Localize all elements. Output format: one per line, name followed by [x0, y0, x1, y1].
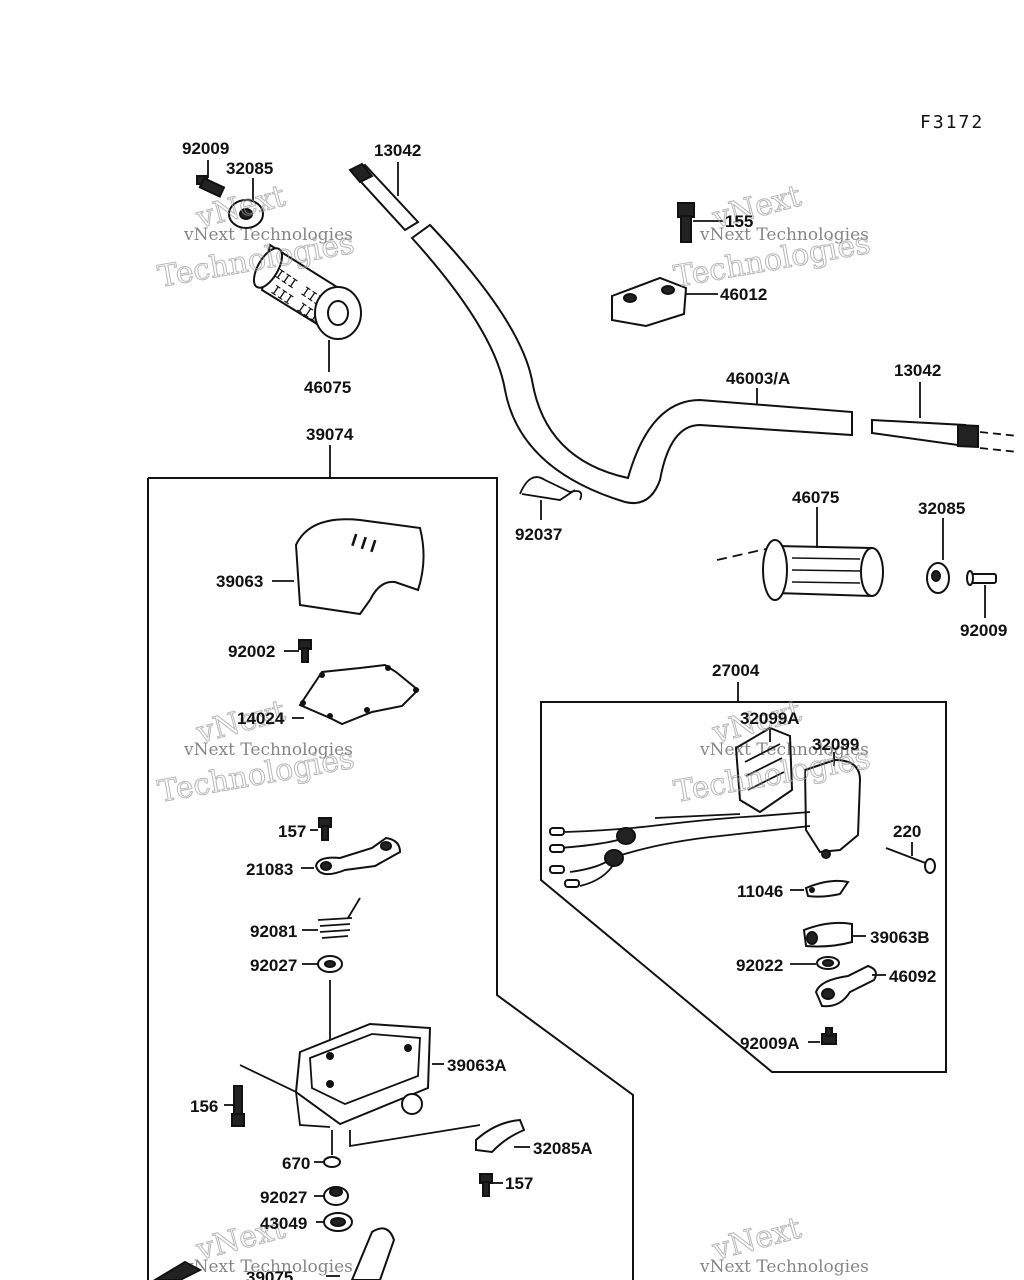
label-43049: 43049 [260, 1214, 307, 1233]
label-14024: 14024 [237, 709, 285, 728]
part-156-screw [231, 1085, 245, 1127]
label-11046: 11046 [737, 882, 783, 901]
label-32085-top: 32085 [226, 159, 273, 178]
part-32085A-plate [475, 1118, 526, 1154]
assembly-box-39074 [147, 477, 634, 1280]
part-43049-nut [323, 1212, 353, 1232]
label-155: 155 [725, 212, 753, 231]
part-21083-bracket [314, 836, 402, 876]
svg-text:vNext Technologies: vNext Technologies [699, 225, 869, 245]
label-39063: 39063 [216, 572, 263, 591]
part-157-screw-a [318, 817, 332, 841]
label-32099A: 32099A [740, 709, 800, 728]
label-21083: 21083 [246, 860, 293, 879]
part-92009A-screw [821, 1027, 837, 1045]
label-92022: 92022 [736, 956, 783, 975]
part-46012-clamp [611, 276, 688, 328]
label-92002: 92002 [228, 642, 275, 661]
part-32085-weight-top [228, 199, 264, 229]
label-32085A: 32085A [533, 1139, 593, 1158]
label-220: 220 [893, 822, 921, 841]
label-157-a: 157 [278, 822, 306, 841]
part-14024-gasket [298, 663, 420, 726]
label-156: 156 [190, 1097, 218, 1116]
figure-code: F3172 [920, 112, 984, 133]
svg-text:vNext Technologies: vNext Technologies [699, 740, 869, 760]
label-92027-a: 92027 [250, 956, 297, 975]
label-670: 670 [282, 1154, 310, 1173]
switch-wires [549, 811, 811, 888]
label-32085-right: 32085 [918, 499, 965, 518]
part-46003-handlebar [410, 223, 853, 504]
watermark-6: vNext Technologies vNext [699, 1210, 869, 1277]
svg-text:vNext Technologies: vNext Technologies [183, 225, 353, 245]
part-92002-screw [298, 639, 312, 663]
part-155-bolt [677, 202, 695, 243]
part-11046-plate [804, 879, 850, 898]
label-39063A: 39063A [447, 1056, 507, 1075]
part-46075-grip-right [762, 539, 884, 601]
part-220-screw [885, 847, 936, 874]
part-46092-lever [814, 964, 877, 1008]
part-92022-washer [816, 956, 840, 970]
label-39063B: 39063B [870, 928, 930, 947]
part-32099-switch-case [803, 758, 862, 859]
label-46012: 46012 [720, 285, 767, 304]
part-92037-clip [519, 476, 583, 501]
label-46075-left: 46075 [304, 378, 351, 397]
part-13042-right-insert [871, 418, 1019, 453]
part-39075-lever [153, 1227, 396, 1280]
part-92027-washer-a [317, 955, 343, 973]
label-39075: 39075 [246, 1268, 293, 1280]
part-13042-top-insert [348, 162, 420, 232]
part-32099A-switch-body [734, 726, 794, 814]
label-92037: 92037 [515, 525, 562, 544]
label-92081: 92081 [250, 922, 297, 941]
part-92009-bolt-top [196, 175, 226, 198]
part-670-o-ring [323, 1156, 341, 1168]
label-92009-top: 92009 [182, 139, 229, 158]
label-46092: 46092 [889, 967, 936, 986]
label-157-b: 157 [505, 1174, 533, 1193]
label-92027-b: 92027 [260, 1188, 307, 1207]
label-92009A: 92009A [740, 1034, 800, 1053]
part-92009-bolt-right [966, 570, 997, 586]
part-157-screw-b [479, 1173, 493, 1197]
label-92009-right: 92009 [960, 621, 1007, 640]
part-92081-spring [317, 897, 361, 939]
label-32099: 32099 [812, 735, 859, 754]
part-32085-weight-right [926, 562, 950, 594]
part-92027-washer-b [323, 1186, 349, 1206]
watermark-2: vNext Technologies Technologies vNext [671, 178, 874, 295]
label-46075-right: 46075 [792, 488, 839, 507]
assembly-box-27004 [540, 701, 947, 1073]
label-27004: 27004 [712, 661, 760, 680]
svg-text:vNext Technologies: vNext Technologies [699, 1257, 869, 1277]
part-39063B-collar [802, 921, 853, 948]
svg-text:vNext Technologies: vNext Technologies [183, 740, 353, 760]
svg-text:vNext Technologies: vNext Technologies [183, 1257, 353, 1277]
label-13042-right: 13042 [894, 361, 941, 380]
label-13042-top: 13042 [374, 141, 421, 160]
label-39074: 39074 [306, 425, 354, 444]
watermark-1: vNext Technologies Technologies vNext [155, 178, 358, 295]
part-39063-cover: I I I [294, 518, 425, 616]
part-39063A-housing [294, 1022, 432, 1126]
label-46003: 46003/A [726, 369, 790, 388]
